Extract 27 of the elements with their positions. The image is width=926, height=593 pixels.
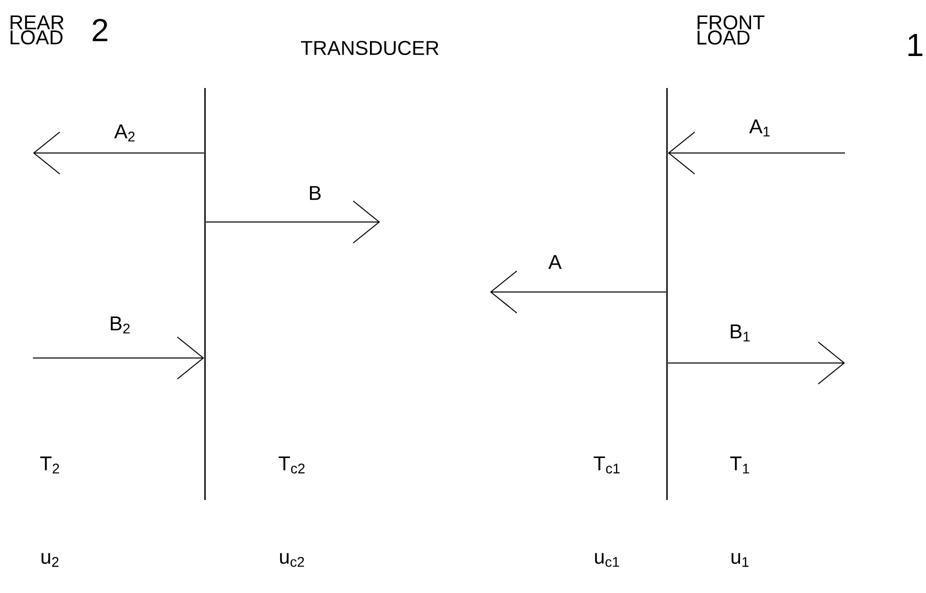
edge-label: A$_{1}$	[749, 120, 770, 136]
arrow	[490, 270, 667, 314]
edge-label: B$_{1}$	[730, 324, 750, 342]
edge-label: B	[310, 186, 321, 200]
variable-label: u$_{c1}$	[595, 553, 620, 567]
heading: REAR LOAD	[10, 16, 64, 44]
arrow	[32, 336, 204, 380]
variable-label: u$_{1}$	[732, 553, 749, 567]
arrow	[33, 131, 205, 174]
variable-label: u$_{2}$	[42, 553, 59, 567]
edge-label: A$_{2}$	[114, 124, 135, 142]
edge-label: A	[548, 255, 562, 269]
heading: FRONT LOAD	[698, 15, 764, 45]
arrow	[668, 131, 846, 174]
variable-label: T$_{1}$	[730, 456, 750, 474]
interface-line	[666, 88, 668, 500]
variable-label: T$_{c1}$	[594, 456, 620, 474]
edge-label: B$_{2}$	[110, 316, 130, 334]
variable-label: T$_{2}$	[40, 456, 60, 474]
interface-line	[204, 88, 206, 500]
arrow	[205, 200, 380, 244]
region-number: 1	[908, 34, 922, 56]
arrow	[667, 341, 845, 384]
variable-label: u$_{c2}$	[280, 553, 304, 567]
variable-label: T$_{c2}$	[278, 456, 305, 474]
region-number: 2	[92, 18, 108, 42]
heading: TRANSDUCER	[301, 40, 439, 56]
